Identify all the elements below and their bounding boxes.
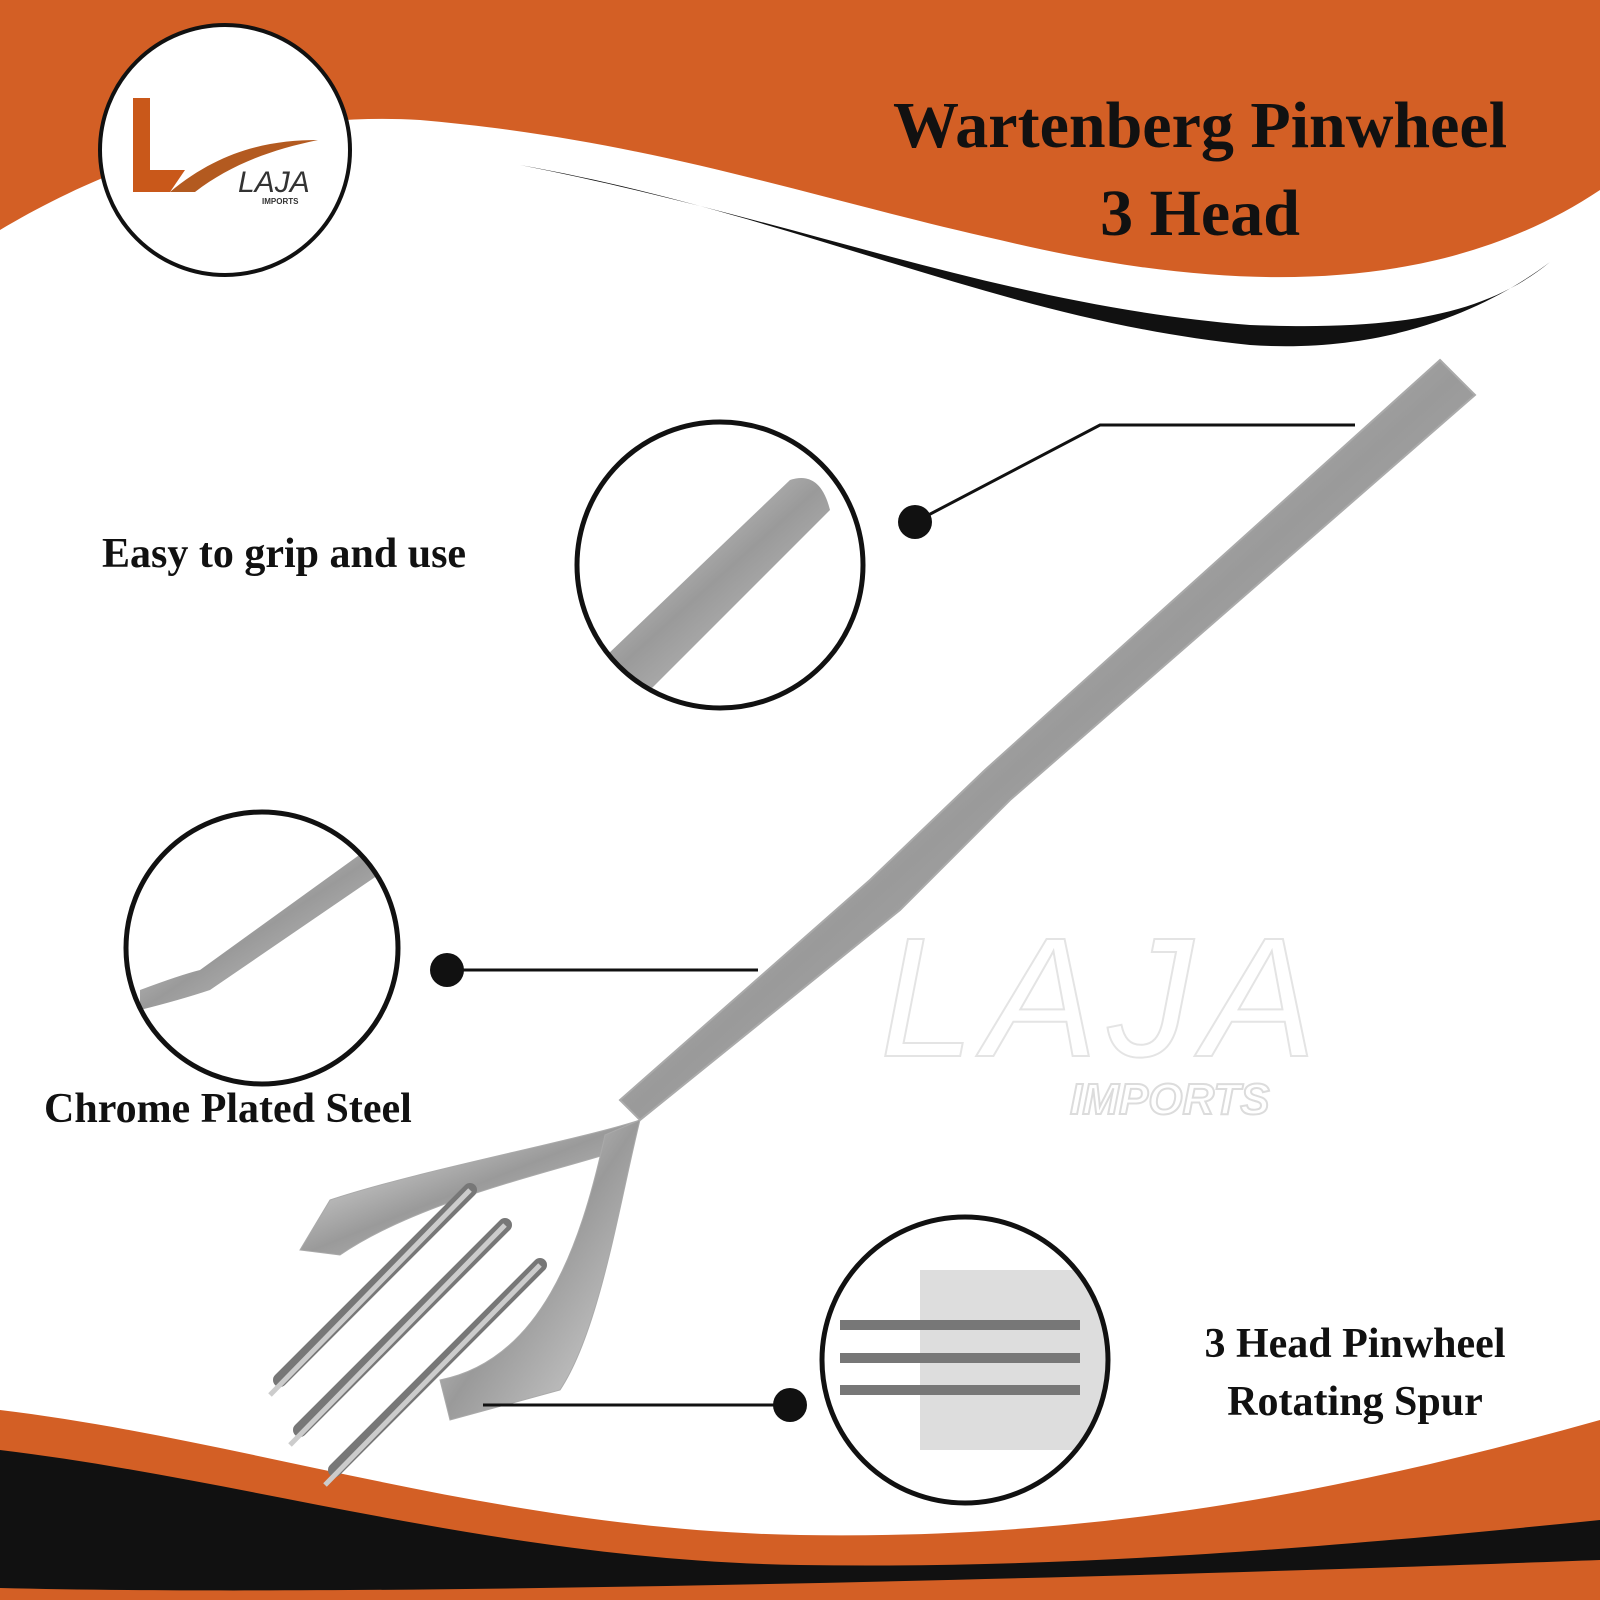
callout-lines [447, 423, 1355, 1407]
logo-text: LAJA [238, 166, 310, 199]
callout-dot [430, 953, 464, 987]
logo-subtitle: IMPORTS [262, 197, 299, 206]
callout-dot [773, 1388, 807, 1422]
title-line-1: Wartenberg Pinwheel [892, 89, 1508, 162]
logo-circle [98, 23, 352, 277]
pinwheel-instrument [268, 358, 1477, 1487]
feature-grip-label: Easy to grip and use [102, 531, 467, 577]
zoom-circle-spur [819, 1214, 1111, 1506]
logo-mark [133, 98, 318, 192]
feature-spur-label: 3 Head Pinwheel Rotating Spur [1140, 1315, 1570, 1431]
bottom-black-band [0, 1450, 1600, 1600]
product-title: Wartenberg Pinwheel 3 Head [820, 82, 1580, 258]
feature-spur-line-1: 3 Head Pinwheel [1204, 1321, 1506, 1367]
feature-spur-line-2: Rotating Spur [1227, 1379, 1483, 1425]
watermark-text: LAJA [879, 902, 1327, 1094]
zoom-circle-grip [574, 419, 866, 711]
top-orange-band [0, 0, 1600, 278]
callout-dot [898, 505, 932, 539]
watermark-subtitle: IMPORTS [1069, 1074, 1271, 1125]
feature-steel-label: Chrome Plated Steel [44, 1086, 412, 1132]
title-line-2: 3 Head [1100, 177, 1300, 250]
zoom-circle-steel [123, 809, 401, 1087]
